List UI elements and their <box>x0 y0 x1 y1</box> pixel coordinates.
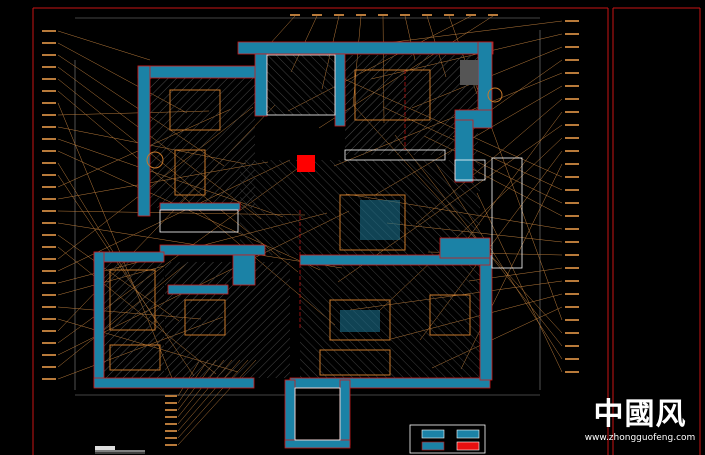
leader-line <box>57 30 151 61</box>
annotation-mark <box>565 254 579 256</box>
annotation-mark <box>42 186 56 188</box>
annotation-mark <box>42 210 56 212</box>
annotation-mark <box>356 14 366 16</box>
annotation-mark <box>565 280 579 282</box>
drawing-frame <box>32 7 701 455</box>
annotation-mark <box>42 378 56 380</box>
annotation-mark <box>42 318 56 320</box>
partition-outlines <box>159 54 523 441</box>
annotation-mark <box>565 46 579 48</box>
annotation-mark <box>444 14 454 16</box>
annotation-mark <box>488 14 498 16</box>
annotation-mark <box>312 14 322 16</box>
leader-line <box>464 164 563 217</box>
annotation-mark <box>565 332 579 334</box>
annotation-mark <box>565 137 579 139</box>
annotation-mark <box>334 14 344 16</box>
annotation-labels <box>42 14 579 446</box>
wall-legend <box>409 424 486 454</box>
annotation-mark <box>165 409 177 411</box>
annotation-mark <box>466 14 476 16</box>
annotation-mark <box>42 222 56 224</box>
annotation-mark <box>565 111 579 113</box>
annotation-mark <box>42 90 56 92</box>
annotation-mark <box>42 114 56 116</box>
annotation-mark <box>42 366 56 368</box>
annotation-mark <box>42 150 56 152</box>
annotation-mark <box>42 78 56 80</box>
annotation-mark <box>165 402 177 404</box>
annotation-mark <box>565 150 579 152</box>
annotation-mark <box>565 98 579 100</box>
axis-lines <box>299 70 406 330</box>
annotation-mark <box>42 258 56 260</box>
annotation-mark <box>42 174 56 176</box>
annotation-mark <box>42 30 56 32</box>
annotation-mark <box>565 163 579 165</box>
watermark: 中國风 www.zhongguofeng.com <box>580 398 700 444</box>
annotation-mark <box>290 14 300 16</box>
annotation-mark <box>42 162 56 164</box>
annotation-mark <box>565 319 579 321</box>
annotation-mark <box>165 423 177 425</box>
annotation-mark <box>565 59 579 61</box>
annotation-mark <box>42 354 56 356</box>
furniture <box>109 60 503 376</box>
annotation-mark <box>565 33 579 35</box>
annotation-mark <box>165 395 177 397</box>
annotation-mark <box>42 42 56 44</box>
annotation-mark <box>565 267 579 269</box>
annotation-mark <box>165 416 177 418</box>
annotation-mark <box>565 20 579 22</box>
annotation-mark <box>42 294 56 296</box>
annotation-mark <box>378 14 388 16</box>
annotation-mark <box>400 14 410 16</box>
annotation-mark <box>42 306 56 308</box>
annotation-mark <box>422 14 432 16</box>
annotation-mark <box>565 215 579 217</box>
annotation-mark <box>42 102 56 104</box>
annotation-mark <box>42 138 56 140</box>
annotation-mark <box>565 202 579 204</box>
annotation-mark <box>42 246 56 248</box>
annotation-mark <box>42 330 56 332</box>
annotation-mark <box>565 85 579 87</box>
drawing-title <box>95 446 145 454</box>
annotation-mark <box>42 54 56 56</box>
annotation-mark <box>565 72 579 74</box>
annotation-mark <box>42 198 56 200</box>
rugs <box>340 200 400 332</box>
annotation-mark <box>165 430 177 432</box>
annotation-mark <box>565 241 579 243</box>
annotation-mark <box>565 345 579 347</box>
annotation-mark <box>165 444 177 446</box>
annotation-mark <box>42 342 56 344</box>
annotation-mark <box>565 306 579 308</box>
watermark-logo: 中國风 <box>593 397 687 432</box>
annotation-mark <box>42 282 56 284</box>
highlight-marker <box>297 155 315 172</box>
annotation-mark <box>42 126 56 128</box>
annotation-mark <box>565 358 579 360</box>
walls <box>93 41 494 449</box>
annotation-mark <box>565 228 579 230</box>
annotation-mark <box>565 371 579 373</box>
annotation-mark <box>565 124 579 126</box>
leader-line <box>476 192 563 373</box>
dimension-lines <box>74 17 541 396</box>
annotation-mark <box>42 270 56 272</box>
annotation-mark <box>565 293 579 295</box>
annotation-mark <box>565 176 579 178</box>
annotation-mark <box>565 189 579 191</box>
annotation-mark <box>165 437 177 439</box>
annotation-mark <box>42 234 56 236</box>
annotation-mark <box>42 66 56 68</box>
watermark-url: www.zhongguofeng.com <box>584 433 696 443</box>
